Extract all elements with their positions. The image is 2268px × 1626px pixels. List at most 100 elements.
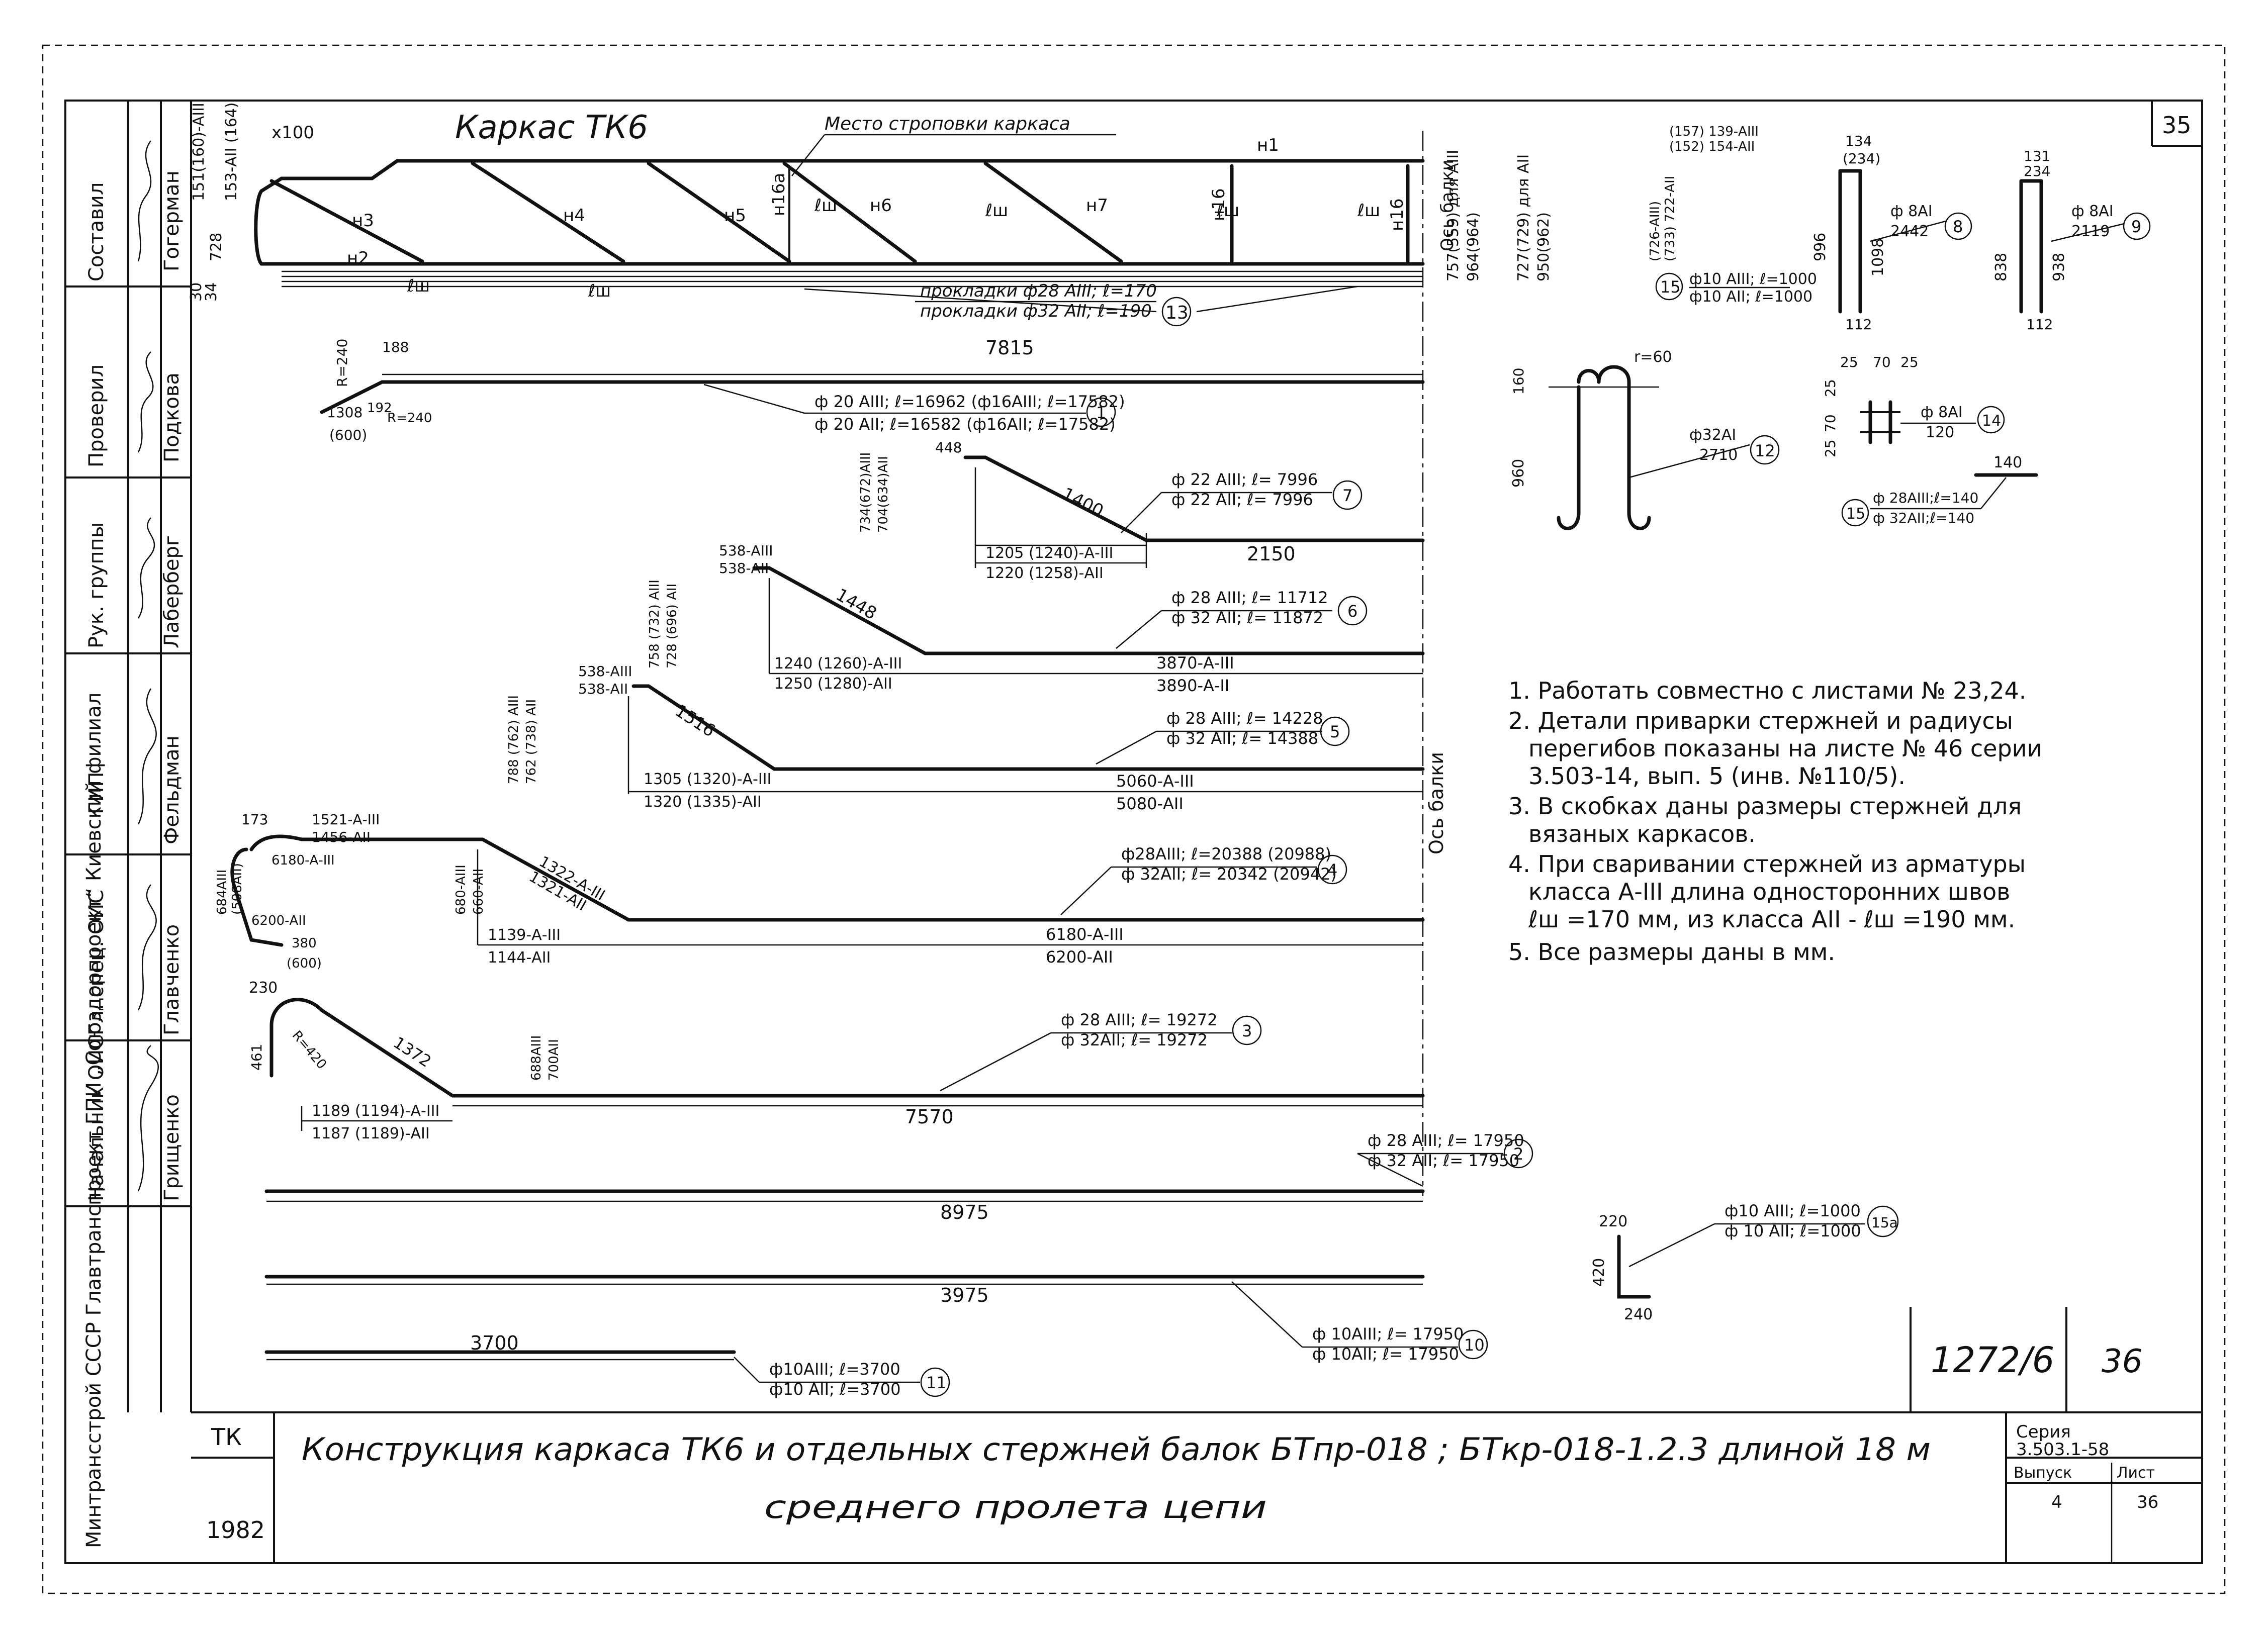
pos6-r1: 3870-А-III: [1156, 653, 1234, 673]
pos14-v2: 70: [1822, 414, 1839, 432]
pos1-d1308: 1308: [327, 404, 362, 421]
pos6-l1: ф 28 АIII; ℓ= 11712: [1171, 588, 1328, 607]
label-n3: н3: [352, 211, 374, 231]
pos14-num: 14: [1982, 412, 2001, 430]
pos11-num: 11: [926, 1373, 947, 1392]
pos12-num: 12: [1755, 441, 1775, 460]
pos5-circle: [1320, 716, 1350, 746]
rebar-pos14: 25 70 25 25 70 25 ф 8AI 120 14: [1822, 354, 2005, 457]
pos3-circle: [1232, 1015, 1262, 1045]
pos1-num: 1: [1096, 403, 1106, 422]
side-role-1: Составил: [85, 182, 108, 281]
pos3-b2: 1187 (1189)-АII: [312, 1125, 430, 1142]
pos8-h1: 996: [1811, 233, 1829, 261]
pos9-top2: 234: [2024, 163, 2050, 179]
pos1-d600: (600): [329, 427, 367, 443]
rebar-pos1: 7815 R=240 188 1308 (600) 192 R=240 ф 20…: [320, 337, 1425, 443]
pos7-b2: 1220 (1258)-АII: [985, 564, 1104, 582]
pos7-v: 734(672)АIII: [858, 452, 873, 533]
pos12-circle: [1750, 435, 1780, 465]
pos6-v2: 728 (696) АII: [665, 584, 680, 668]
pos4-r6180: 6180-А-III: [1046, 925, 1124, 944]
pos10-circle: [1458, 1329, 1488, 1360]
frame-tk6: Каркас ТК6 Место строповки каркаса x100 …: [188, 102, 1817, 1196]
pos3-v2: 700АII: [547, 1039, 562, 1081]
signature-1: [137, 140, 152, 262]
rebar-pos11: 3700 ф10АIII; ℓ=3700 ф10 АII; ℓ=3700 11: [264, 1332, 950, 1399]
label-n2: н2: [347, 248, 369, 268]
pos1-d192: 192: [367, 401, 392, 416]
pos11-l1: ф10АIII; ℓ=3700: [769, 1360, 900, 1379]
stamp-issue-label: Выпуск: [2014, 1464, 2072, 1482]
note-7: 4. При сваривании стержней из арматуры: [1508, 850, 2026, 878]
pos6-l2: ф 32 АII; ℓ= 11872: [1171, 608, 1323, 627]
pos9-bottom: 112: [2026, 316, 2053, 333]
pos5-v2: 762 (738) АII: [524, 699, 539, 784]
pos4-d380: 380: [292, 936, 317, 951]
side-name-4: Фельдман: [160, 735, 184, 844]
pos2-circle: [1503, 1138, 1533, 1169]
pos2-num: 2: [1513, 1144, 1523, 1164]
p15-val-1: ф10 АIII; ℓ=1000: [1689, 270, 1817, 288]
pos1-r2: R=240: [387, 411, 432, 426]
pos1-l2: ф 20 АII; ℓ=16582 (ф16АII; ℓ=17582): [814, 415, 1116, 434]
signature-2: [137, 351, 154, 453]
pos8-bottom: 112: [1845, 316, 1872, 333]
side-name-3: Лаберберг: [160, 535, 184, 648]
pos4-d173: 173: [241, 811, 268, 828]
pos15a-num: 15а: [1871, 1214, 1898, 1231]
pos10-l2: ф 10АII; ℓ= 17950: [1312, 1345, 1459, 1364]
pos3-arc: 230: [249, 979, 278, 997]
pos5-t2: 538-АII: [578, 681, 628, 697]
page-number-bottom: 36: [2102, 1343, 2142, 1380]
left-dim-3: 728: [208, 233, 225, 261]
pos14-v1: 25: [1822, 379, 1839, 397]
prokladki-1: прокладки ф28 АIII; ℓ=170: [920, 281, 1157, 301]
label-lsh-4: ℓш: [1357, 201, 1380, 221]
inner-frame: [64, 100, 2203, 1564]
pos14-len: 120: [1926, 424, 1954, 441]
pos1-len: 7815: [985, 337, 1034, 359]
pos14-d2: 70: [1873, 354, 1891, 370]
pos7-d448: 448: [935, 439, 962, 456]
rebar-pos2: 8975 ф 28 АIII; ℓ= 17950 ф 32 АII; ℓ= 17…: [264, 1131, 1533, 1223]
pos15b-l1: ф 28АIII;ℓ=140: [1873, 490, 1978, 506]
pos4-b2: 1144-АII: [488, 949, 551, 967]
frame-title: Каркас ТК6: [455, 109, 648, 146]
pos7-num: 7: [1342, 486, 1352, 505]
pos7-l1: ф 22 АIII; ℓ= 7996: [1171, 470, 1318, 489]
pos7-diag: 1400: [1059, 484, 1107, 521]
pos6-b2: 1250 (1280)-АII: [774, 675, 892, 693]
pos7-circle: [1332, 480, 1363, 510]
pos5-r2: 5080-АII: [1116, 794, 1184, 813]
pos13-circle: [1161, 297, 1192, 327]
side-stamp: Составил Гогерман Проверил Подкова Рук. …: [65, 101, 192, 1548]
pos11-l2: ф10 АII; ℓ=3700: [769, 1380, 900, 1399]
p15-mid-1: (726-АIII): [1648, 201, 1663, 261]
right-dim-3: 727(729) для АII: [1515, 154, 1532, 281]
label-n4: н4: [563, 206, 585, 226]
pos5-num: 5: [1330, 722, 1340, 741]
rebar-pos10: 3975 ф 10АIII; ℓ= 17950 ф 10АII; ℓ= 1795…: [264, 1275, 1488, 1364]
label-lsh-3: ℓш: [1216, 201, 1239, 221]
pos3-d461: 461: [248, 1044, 265, 1071]
pos3-r: R=420: [289, 1028, 330, 1072]
pos10-l1: ф 10АIII; ℓ= 17950: [1312, 1324, 1464, 1344]
label-n16-right: н16: [1387, 199, 1407, 232]
label-n1: н1: [1257, 135, 1279, 155]
right-dim-4: 950(962): [1535, 212, 1553, 281]
rebar-pos5: 538-АIII 538-АII 1516 788 (762) АIII 762…: [506, 663, 1425, 813]
pos3-l1: ф 28 АIII; ℓ= 19272: [1061, 1010, 1218, 1029]
x100-top: x100: [271, 123, 314, 143]
pos3-right: 7570: [905, 1106, 954, 1128]
pos4-t2: 1456-АII: [312, 829, 371, 845]
side-role-4: ГИП: [85, 772, 108, 814]
p15-val-2: ф10 АII; ℓ=1000: [1689, 288, 1812, 306]
pos14-dia: ф 8AI: [1921, 404, 1963, 421]
pos12-height: 960: [1510, 459, 1527, 488]
note-3: перегибов показаны на листе № 46 серии: [1528, 735, 2042, 762]
pos15-num: 15: [1660, 277, 1681, 297]
pos11-len: 3700: [470, 1332, 519, 1354]
side-name-5: Главченко: [160, 924, 184, 1035]
label-lsh-6: ℓш: [588, 281, 611, 301]
